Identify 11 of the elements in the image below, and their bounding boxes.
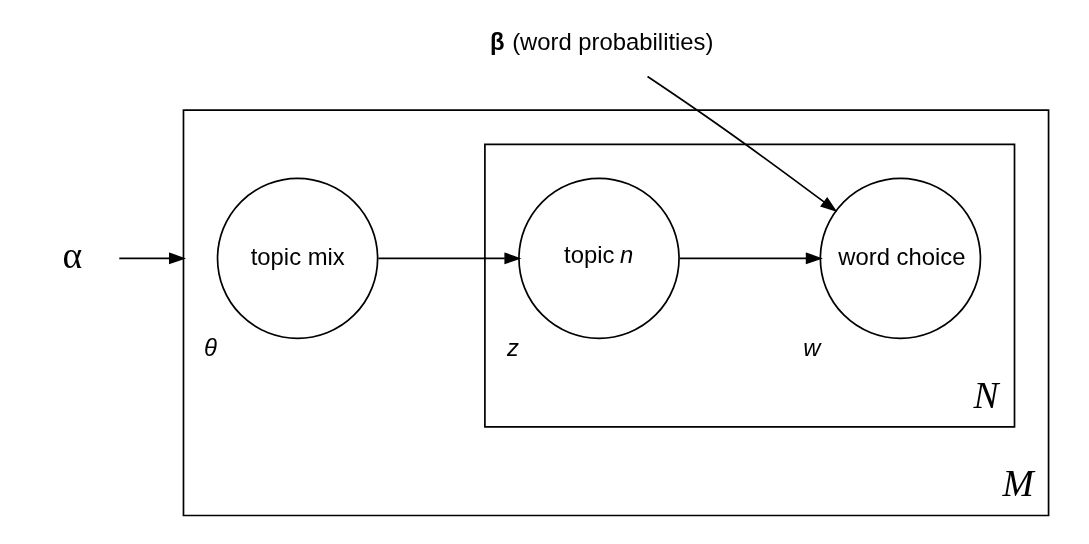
arrow <box>678 252 823 265</box>
arrow <box>377 252 522 265</box>
node-text: β (word probabilities) <box>490 28 714 56</box>
arrow <box>646 75 838 212</box>
node-label: w <box>803 333 821 361</box>
node-label: z <box>507 333 519 361</box>
arrow <box>118 252 187 265</box>
node-circle: topic n <box>518 177 680 340</box>
node-label: θ <box>203 333 217 361</box>
node-text: α <box>62 234 83 276</box>
node-circle: topic mix <box>216 177 379 340</box>
